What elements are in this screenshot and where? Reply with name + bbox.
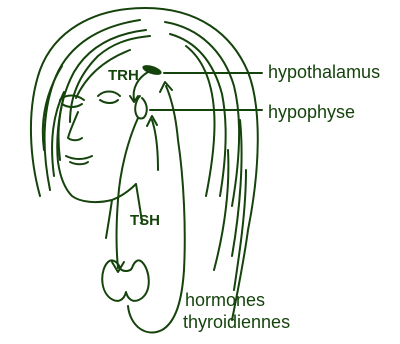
hormones-label: hormones: [185, 291, 265, 309]
thyroid-gland: [102, 260, 149, 300]
hypophyse-label: hypophyse: [268, 103, 355, 121]
trh-label: TRH: [108, 68, 139, 83]
hypothalamus-label: hypothalamus: [268, 63, 380, 81]
hair-strand: [214, 150, 228, 270]
hair-strand: [232, 120, 242, 256]
mouth-lower: [70, 162, 88, 164]
right-eye: [98, 92, 120, 97]
right-eye-lid: [100, 100, 118, 103]
mouth: [66, 156, 92, 159]
thyroid-hormones-label: thyroidiennes: [183, 313, 290, 331]
feedback-arrow-pituitary: [152, 120, 158, 170]
hair-strand: [186, 46, 215, 196]
tsh-label: TSH: [130, 213, 160, 228]
tsh-arrow: [117, 118, 139, 268]
chin-neck: [106, 200, 112, 238]
face-outline: [57, 96, 136, 202]
